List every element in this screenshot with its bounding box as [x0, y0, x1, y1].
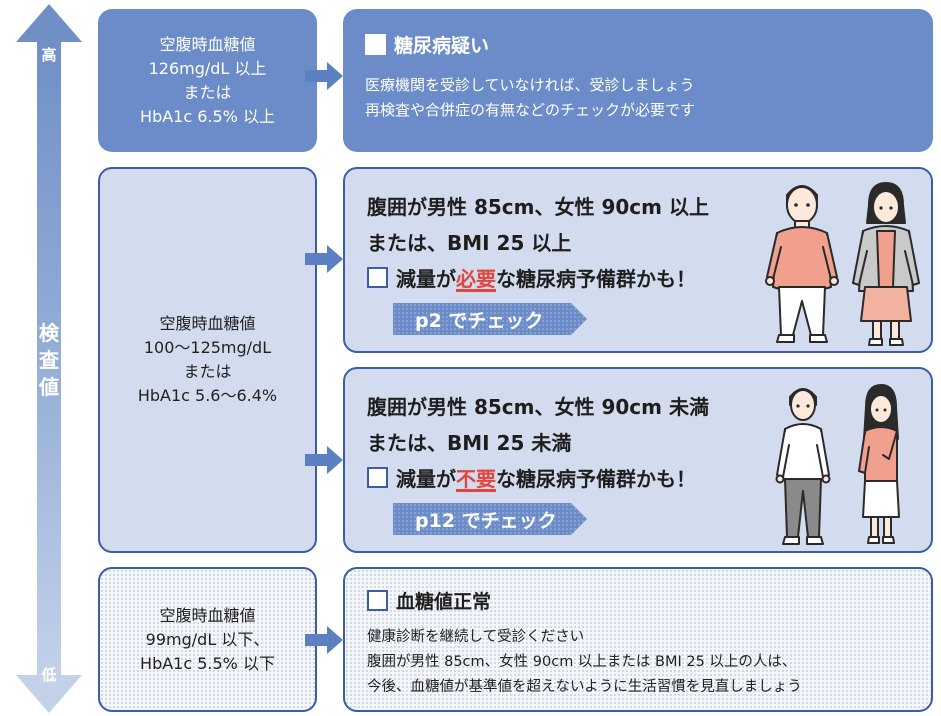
arrow-right-icon	[305, 62, 343, 90]
check-page-tag[interactable]: p2 でチェック	[393, 303, 587, 335]
axis-arrow-down-icon	[16, 675, 82, 713]
result-low-title: 血糖値正常	[396, 591, 492, 613]
result-high-title: 糖尿病疑い	[394, 35, 490, 57]
axis-shaft	[37, 40, 61, 676]
slim-man-illustration	[775, 388, 831, 545]
checkbox-icon	[367, 467, 388, 488]
criteria-high: 空腹時血糖値 126mg/dL 以上 または HbA1c 6.5% 以上	[98, 9, 317, 152]
overweight-woman-illustration	[852, 182, 920, 346]
checkbox-icon	[367, 267, 388, 288]
criteria-middle: 空腹時血糖値 100〜125mg/dL または HbA1c 5.6〜6.4%	[98, 167, 317, 553]
arrow-right-icon	[305, 626, 343, 654]
slim-woman-illustration	[858, 384, 900, 544]
result-high-line-2: 再検査や合併症の有無などのチェックが必要です	[365, 101, 696, 119]
waist-condition-line: 腹囲が男性 85cm、女性 90cm 未満	[367, 395, 709, 419]
verdict-suffix: な糖尿病予備群かも！	[496, 467, 696, 491]
bmi-condition-line: または、BMI 25 以上	[367, 231, 572, 255]
result-low-line-2: 腹囲が男性 85cm、女性 90cm 以上または BMI 25 以上の人は、	[367, 654, 797, 670]
checkbox-icon	[367, 590, 388, 611]
result-low-line-1: 健康診断を継続して受診ください	[367, 629, 585, 645]
verdict-prefix: 減量が	[396, 267, 456, 291]
verdict-lower: 減量が 不要 な糖尿病予備群かも！	[367, 463, 696, 492]
verdict-prefix: 減量が	[396, 467, 456, 491]
verdict-highlight: 不要	[456, 467, 496, 491]
waist-condition-line: 腹囲が男性 85cm、女性 90cm 以上	[367, 195, 709, 219]
axis-high-label: 高	[41, 46, 57, 64]
result-high-title-row: 糖尿病疑い	[365, 31, 489, 58]
result-low-title-row: 血糖値正常	[367, 587, 491, 614]
verdict-upper: 減量が 必要 な糖尿病予備群かも！	[367, 263, 696, 292]
check-page-tag[interactable]: p12 でチェック	[393, 503, 587, 535]
axis-arrow-up-icon	[16, 4, 82, 42]
result-low-panel: 血糖値正常 健康診断を継続して受診ください 腹囲が男性 85cm、女性 90cm…	[343, 567, 933, 712]
result-middle-lower-panel: 腹囲が男性 85cm、女性 90cm 未満 または、BMI 25 未満 減量が …	[343, 367, 933, 553]
result-middle-upper-panel: 腹囲が男性 85cm、女性 90cm 以上 または、BMI 25 以上 減量が …	[343, 167, 933, 353]
checkbox-icon	[365, 34, 386, 55]
overweight-man-illustration	[765, 185, 839, 343]
result-low-line-3: 今後、血糖値が基準値を超えないように生活習慣を見直しましょう	[367, 679, 802, 695]
arrow-right-icon	[305, 245, 343, 273]
bmi-condition-line: または、BMI 25 未満	[367, 431, 572, 455]
verdict-highlight: 必要	[456, 267, 496, 291]
result-high-panel: 糖尿病疑い 医療機関を受診していなければ、受診しましょう 再検査や合併症の有無な…	[343, 9, 933, 152]
arrow-right-icon	[305, 446, 343, 474]
verdict-suffix: な糖尿病予備群かも！	[496, 267, 696, 291]
axis-low-label: 低	[41, 666, 57, 684]
criteria-low: 空腹時血糖値 99mg/dL 以下、 HbA1c 5.5% 以下	[98, 567, 317, 712]
result-high-line-1: 医療機関を受診していなければ、受診しましょう	[365, 76, 695, 94]
axis-title: 検 査 値	[39, 321, 59, 399]
